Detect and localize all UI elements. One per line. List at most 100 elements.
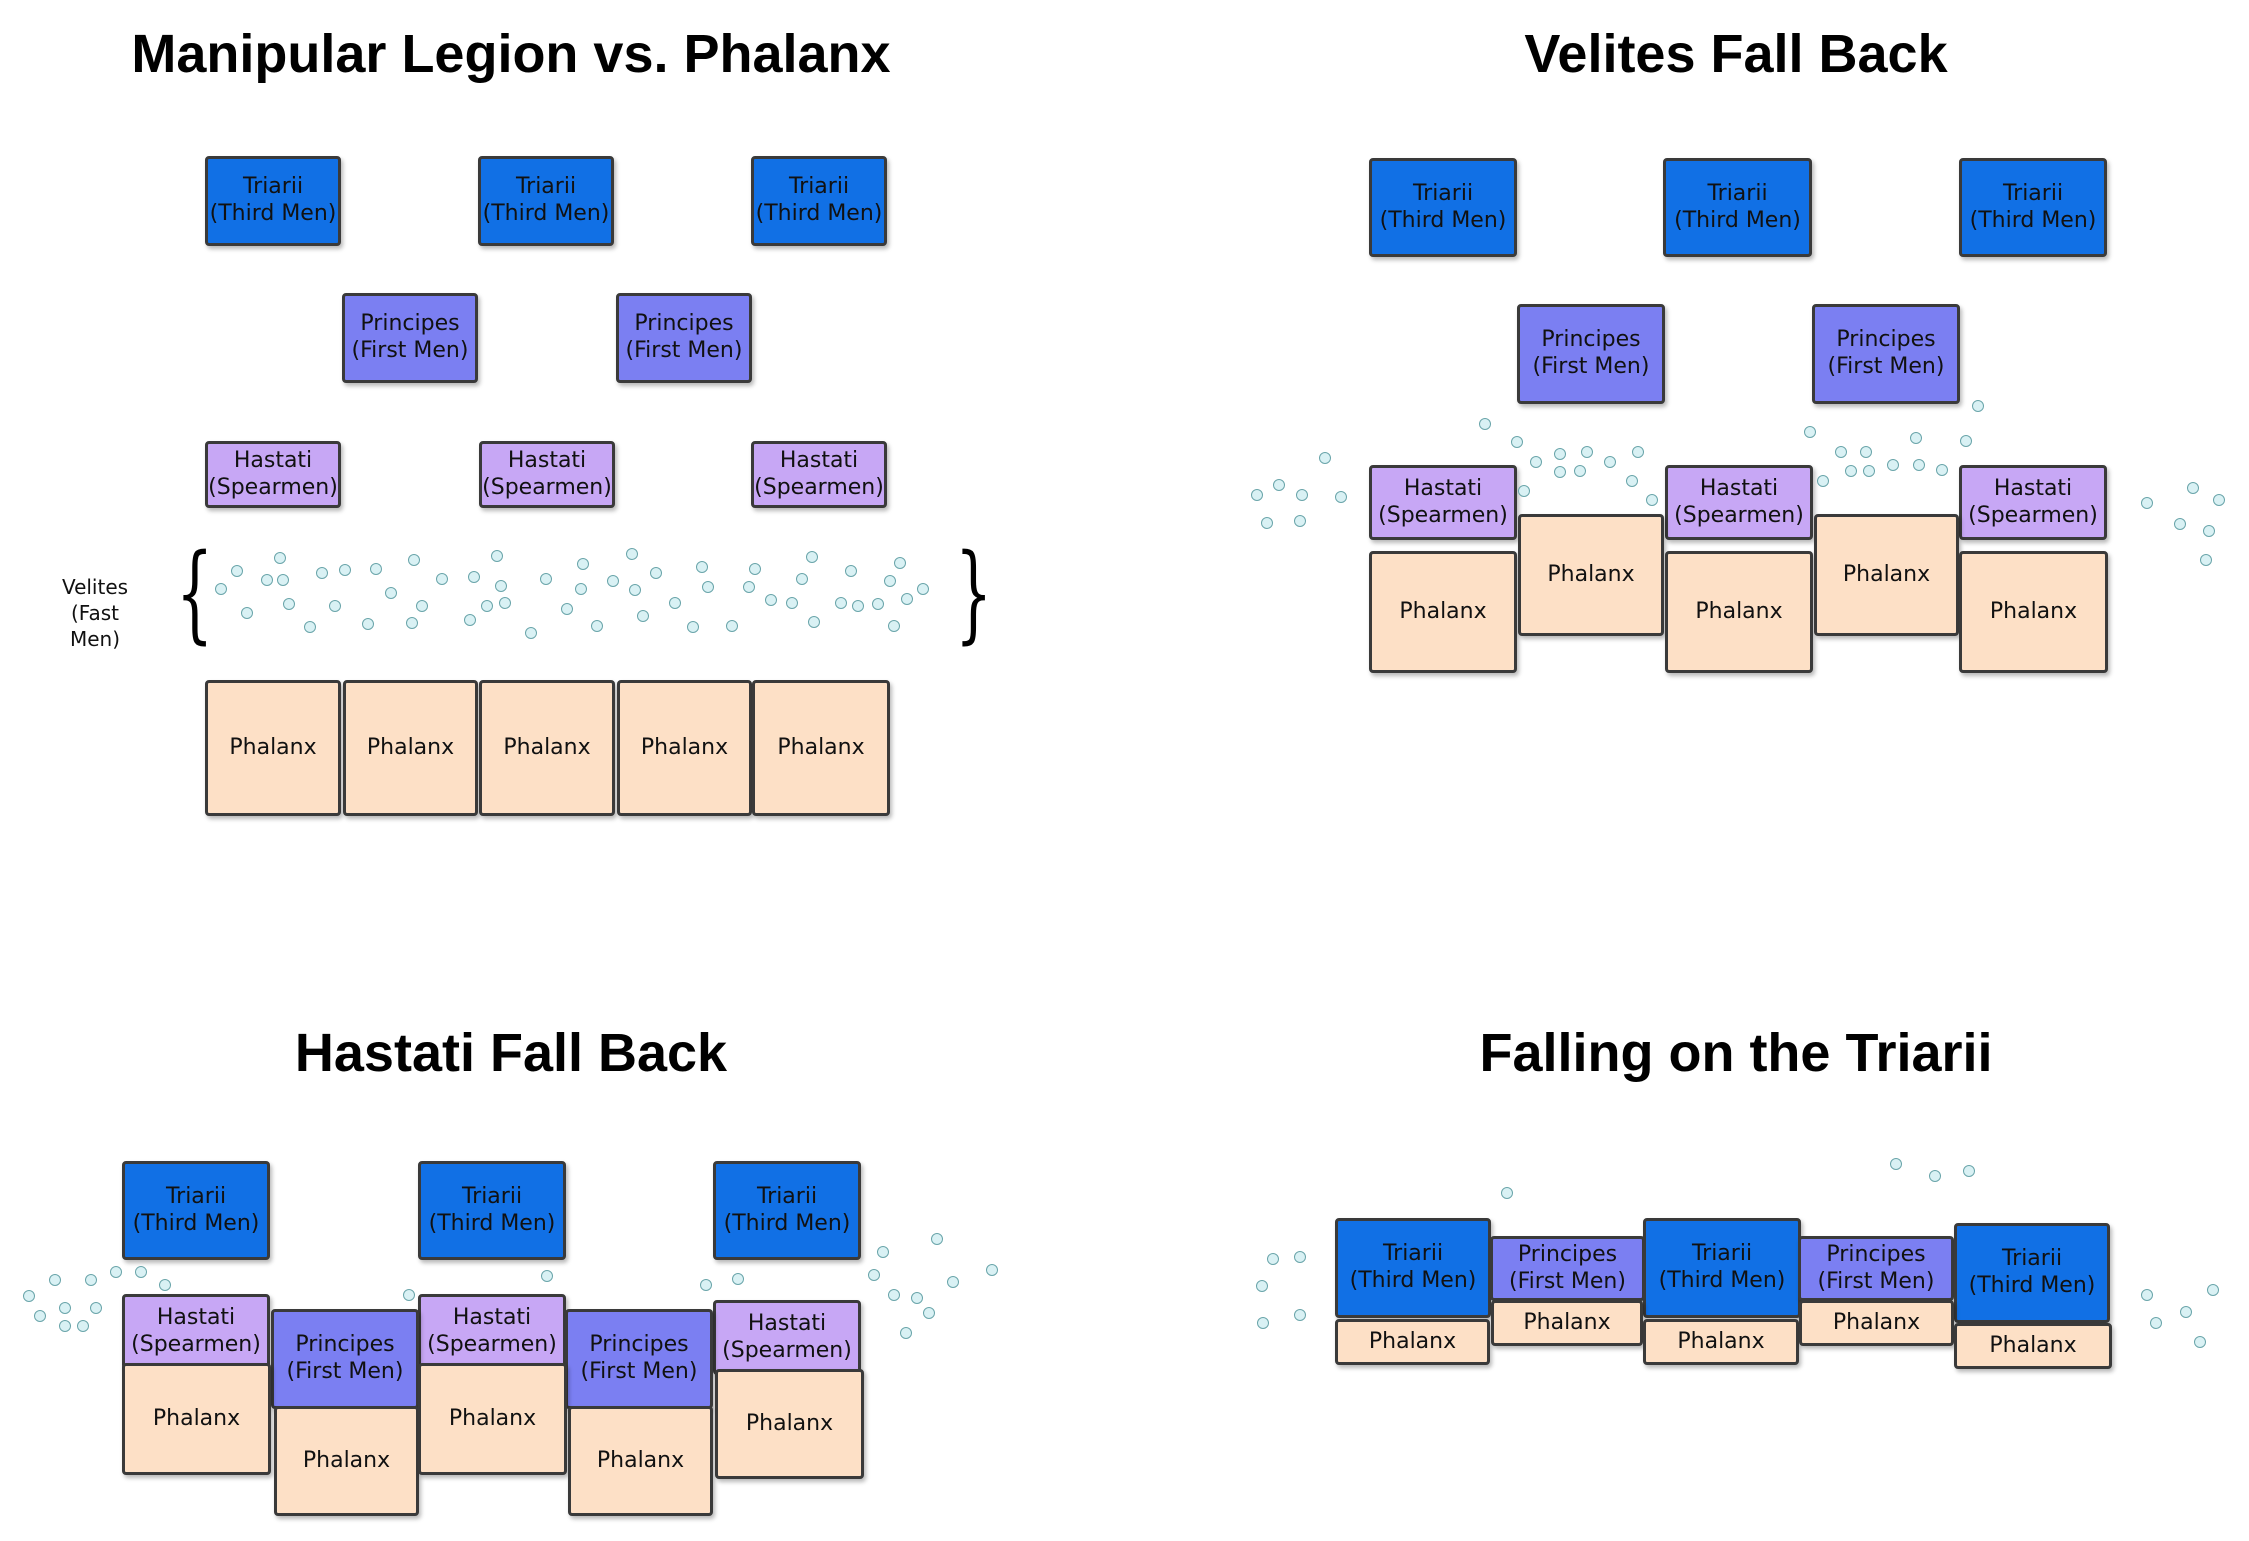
principes-unit: Principes(First Men) xyxy=(342,293,478,383)
hastati-unit: Hastati(Spearmen) xyxy=(418,1294,566,1369)
unit-label-line: Phalanx xyxy=(302,1447,391,1473)
unit-label-line: Phalanx xyxy=(640,734,729,760)
velite-soldier-dot xyxy=(1890,1158,1902,1170)
phalanx-unit: Phalanx xyxy=(343,680,478,816)
unit-label-line: Phalanx xyxy=(1989,1332,2077,1358)
unit-label-line: Phalanx xyxy=(1989,598,2078,624)
velite-soldier-dot xyxy=(591,620,603,632)
velite-soldier-dot xyxy=(1479,418,1491,430)
unit-label-line: (First Men) xyxy=(1827,354,1945,379)
velite-soldier-dot xyxy=(650,567,662,579)
unit-label-line: (First Men) xyxy=(580,1359,698,1384)
principes-unit: Principes(First Men) xyxy=(1798,1236,1954,1301)
unit-label-line: (First Men) xyxy=(286,1359,404,1384)
velite-soldier-dot xyxy=(888,620,900,632)
velite-soldier-dot xyxy=(2141,497,2153,509)
velite-soldier-dot xyxy=(1554,448,1566,460)
velite-soldier-dot xyxy=(687,621,699,633)
unit-label-line: (Third Men) xyxy=(209,201,337,226)
unit-label-line: Principes xyxy=(1541,327,1641,353)
velite-soldier-dot xyxy=(1511,436,1523,448)
phalanx-unit: Phalanx xyxy=(715,1369,864,1479)
velite-soldier-dot xyxy=(696,561,708,573)
unit-label-line: Phalanx xyxy=(1547,561,1635,587)
velite-soldier-dot xyxy=(481,600,493,612)
unit-label-line: Triarii xyxy=(1707,180,1768,206)
velite-soldier-dot xyxy=(2203,525,2215,537)
velite-soldier-dot xyxy=(464,614,476,626)
triarii-unit: Triarii(Third Men) xyxy=(1954,1223,2110,1323)
panel-title: Velites Fall Back xyxy=(1524,24,1948,84)
velite-soldier-dot xyxy=(884,575,896,587)
velite-soldier-dot xyxy=(894,557,906,569)
velite-soldier-dot xyxy=(2174,518,2186,530)
unit-label-line: Hastati xyxy=(452,1304,532,1330)
velite-soldier-dot xyxy=(749,563,761,575)
velite-soldier-dot xyxy=(1936,464,1948,476)
velite-soldier-dot xyxy=(2150,1317,2162,1329)
velite-soldier-dot xyxy=(1910,432,1922,444)
velite-soldier-dot xyxy=(1845,465,1857,477)
velite-soldier-dot xyxy=(786,597,798,609)
velite-soldier-dot xyxy=(241,607,253,619)
velites-label-line: Velites xyxy=(61,575,129,599)
phalanx-unit: Phalanx xyxy=(205,680,341,816)
velite-soldier-dot xyxy=(541,1270,553,1282)
triarii-unit: Triarii(Third Men) xyxy=(713,1161,861,1260)
velite-soldier-dot xyxy=(1632,446,1644,458)
velite-soldier-dot xyxy=(23,1290,35,1302)
unit-label-line: (Spearmen) xyxy=(1968,502,2098,528)
velite-soldier-dot xyxy=(765,594,777,606)
unit-label-line: Phalanx xyxy=(1695,598,1783,624)
velite-soldier-dot xyxy=(362,618,374,630)
velite-soldier-dot xyxy=(1863,465,1875,477)
unit-label-line: Hastati xyxy=(747,1310,827,1336)
velite-soldier-dot xyxy=(385,587,397,599)
phalanx-unit: Phalanx xyxy=(274,1406,419,1516)
phalanx-unit: Phalanx xyxy=(1814,514,1959,636)
triarii-unit: Triarii(Third Men) xyxy=(478,156,614,246)
unit-label-line: Principes xyxy=(1826,1241,1926,1267)
velite-soldier-dot xyxy=(159,1279,171,1291)
velite-soldier-dot xyxy=(495,580,507,592)
unit-label-line: Phalanx xyxy=(366,734,455,760)
velite-soldier-dot xyxy=(1804,426,1816,438)
unit-label-line: Triarii xyxy=(1412,180,1474,206)
velite-soldier-dot xyxy=(577,558,589,570)
velite-soldier-dot xyxy=(1626,475,1638,487)
left-brace-icon: { xyxy=(176,531,214,654)
unit-label-line: Principes xyxy=(634,311,734,337)
velite-soldier-dot xyxy=(1860,446,1872,458)
velite-soldier-dot xyxy=(1319,452,1331,464)
unit-label-line: Triarii xyxy=(756,1183,818,1209)
velite-soldier-dot xyxy=(743,581,755,593)
unit-label-line: Principes xyxy=(1836,327,1936,353)
velite-soldier-dot xyxy=(1581,446,1593,458)
phalanx-unit: Phalanx xyxy=(1518,514,1664,636)
velite-soldier-dot xyxy=(1518,485,1530,497)
velite-soldier-dot xyxy=(416,600,428,612)
velite-soldier-dot xyxy=(2141,1289,2153,1301)
triarii-unit: Triarii(Third Men) xyxy=(205,156,341,246)
unit-label-line: (Spearmen) xyxy=(1378,502,1508,528)
unit-label-line: Phalanx xyxy=(1523,1309,1611,1335)
velites-label-line: (Fast Men) xyxy=(69,601,121,651)
velite-soldier-dot xyxy=(274,552,286,564)
unit-label-line: Phalanx xyxy=(596,1447,685,1473)
hastati-unit: Hastati(Spearmen) xyxy=(1959,465,2107,540)
unit-label-line: Hastati xyxy=(779,447,859,473)
velite-soldier-dot xyxy=(408,554,420,566)
phalanx-unit: Phalanx xyxy=(479,680,615,816)
unit-label-line: (Third Men) xyxy=(1968,1273,2096,1298)
velite-soldier-dot xyxy=(808,616,820,628)
velite-soldier-dot xyxy=(1929,1170,1941,1182)
triarii-unit: Triarii(Third Men) xyxy=(122,1161,270,1260)
velite-soldier-dot xyxy=(34,1310,46,1322)
unit-label-line: (Third Men) xyxy=(132,1210,260,1236)
unit-label-line: Hastati xyxy=(156,1304,236,1330)
velite-soldier-dot xyxy=(1604,456,1616,468)
velite-soldier-dot xyxy=(316,567,328,579)
velite-soldier-dot xyxy=(607,575,619,587)
velite-soldier-dot xyxy=(2213,494,2225,506)
velite-soldier-dot xyxy=(1294,515,1306,527)
